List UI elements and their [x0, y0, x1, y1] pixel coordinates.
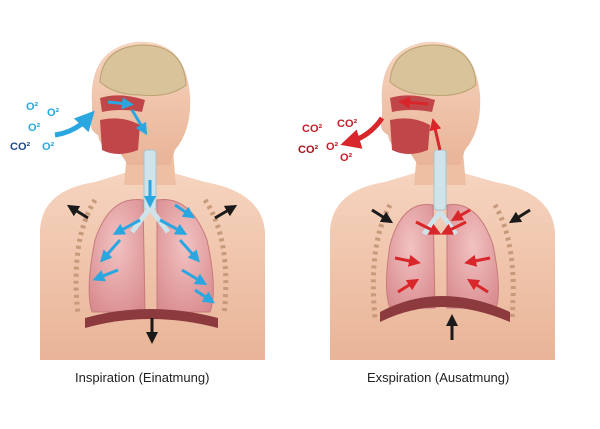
trachea: [433, 149, 447, 211]
torso: [40, 172, 265, 360]
airflow-arrows-out: [394, 96, 491, 294]
gas-label: CO²: [337, 118, 358, 130]
diaphragm: [380, 296, 510, 322]
exhale-arrow: [340, 116, 385, 149]
gas-label: O²: [47, 107, 60, 119]
intake-arrow: [54, 110, 95, 138]
bronchi: [130, 206, 170, 234]
gas-label: O²: [340, 152, 353, 164]
left-lung: [88, 199, 146, 313]
gas-label: CO²: [10, 141, 31, 153]
chest-motion-arrows: [66, 204, 238, 344]
mouth-cavity: [390, 118, 430, 154]
gas-label: O²: [28, 122, 41, 134]
mouth-cavity: [100, 118, 140, 154]
brain: [389, 44, 477, 96]
gas-label: CO²: [302, 123, 323, 135]
inspiration-figure: O² O² O² O² CO²: [10, 41, 265, 360]
gas-label: O²: [42, 141, 55, 153]
inspiration-caption: Inspiration (Einatmung): [75, 370, 210, 385]
airflow-arrows-in: [92, 97, 215, 304]
brain: [99, 44, 187, 96]
ribcage: [73, 198, 229, 316]
gas-label: CO²: [298, 144, 319, 156]
expiration-figure: CO² CO² CO² O² O²: [298, 41, 555, 360]
gas-label: O²: [26, 101, 39, 113]
gas-label: O²: [326, 141, 339, 153]
expiration-caption: Exspiration (Ausatmung): [367, 370, 510, 385]
chest-motion-arrows: [371, 208, 531, 340]
